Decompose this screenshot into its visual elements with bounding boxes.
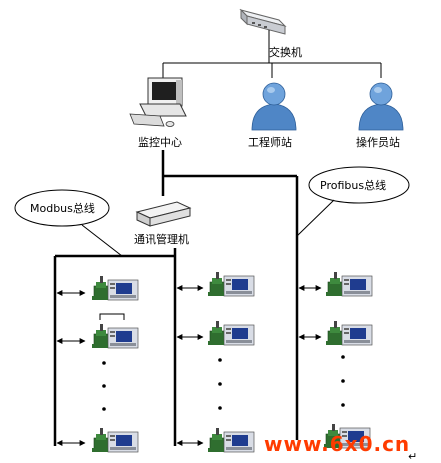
- power-meter-device-icon: [325, 271, 373, 297]
- switch-label: 交换机: [269, 45, 302, 59]
- desktop-computer-icon: [129, 77, 187, 127]
- modbus-bus-label: Modbus总线: [30, 201, 95, 215]
- modbus-bus-callout: Modbus总线: [14, 189, 123, 257]
- engineer-station-icon: [251, 82, 297, 131]
- power-meter-device-icon: [91, 427, 139, 453]
- top-network-lines: [162, 30, 382, 78]
- operator-station-label: 操作员站: [356, 135, 400, 149]
- modbus-bus-lines: [53, 248, 177, 446]
- middle-column-links: [176, 285, 204, 446]
- right-column-links: [298, 285, 322, 340]
- ellipsis-dots: [102, 355, 345, 411]
- power-meter-device-icon: [207, 427, 255, 453]
- meter-bracket: [99, 313, 125, 320]
- power-meter-device-icon: [207, 320, 255, 346]
- return-mark: ↵: [408, 450, 417, 463]
- monitor-center-label: 监控中心: [138, 135, 182, 149]
- monitor-to-comm-lines: [161, 150, 299, 440]
- left-column-links: [56, 290, 86, 446]
- profibus-bus-label: Profibus总线: [320, 178, 386, 192]
- comm-manager-device-icon: [135, 201, 192, 227]
- comm-manager-label: 通讯管理机: [134, 232, 189, 246]
- power-meter-device-icon: [91, 275, 139, 301]
- power-meter-device-icon: [207, 271, 255, 297]
- network-switch-icon: [239, 8, 287, 35]
- power-meter-device-icon: [91, 323, 139, 349]
- profibus-bus-callout: Profibus总线: [296, 166, 410, 237]
- engineer-station-label: 工程师站: [248, 135, 292, 149]
- watermark-text: www.6x0.cn: [264, 432, 410, 456]
- operator-station-icon: [358, 82, 404, 131]
- power-meter-device-icon: [325, 320, 373, 346]
